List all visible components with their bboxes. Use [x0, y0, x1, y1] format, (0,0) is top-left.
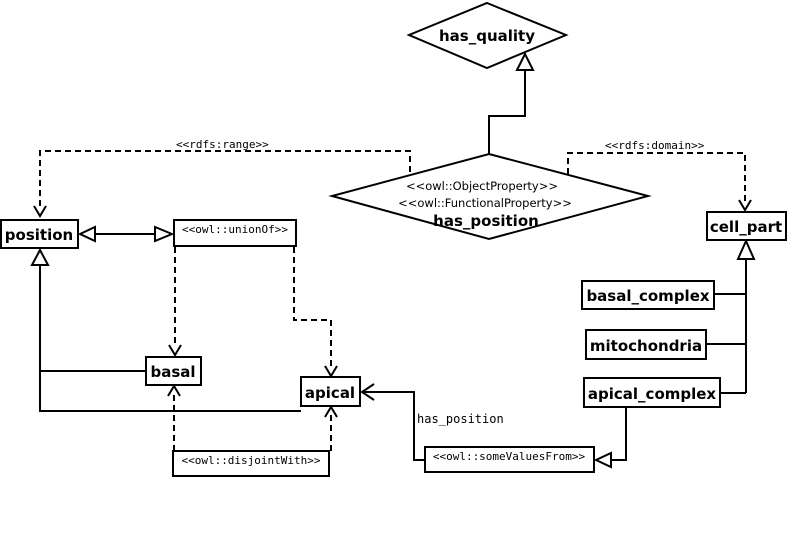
open-arrowhead	[738, 199, 752, 212]
node-has-position[interactable]: <<owl::ObjectProperty>> <<owl::Functiona…	[328, 152, 652, 241]
node-position[interactable]: position	[0, 219, 79, 249]
rdfs-range-label: <<rdfs:range>>	[176, 138, 269, 151]
edge-unionof-to-apical	[293, 247, 338, 378]
open-arrowhead	[324, 365, 338, 378]
node-apical[interactable]: apical	[300, 376, 361, 407]
node-basal[interactable]: basal	[145, 356, 202, 386]
edge-basal-to-position	[30, 247, 146, 372]
open-arrowhead	[33, 205, 47, 218]
generalization-arrowhead	[77, 225, 96, 243]
node-mitochondria[interactable]: mitochondria	[585, 329, 707, 360]
basal-complex-label: basal_complex	[586, 287, 709, 305]
cell-part-label: cell_part	[710, 218, 782, 236]
node-disjoint-with[interactable]: <<owl::disjointWith>>	[172, 450, 330, 477]
node-apical-complex[interactable]: apical_complex	[583, 377, 721, 408]
generalization-arrowhead	[515, 51, 535, 71]
edge-disjointwith-to-apical	[324, 405, 338, 451]
edge-disjointwith-to-basal	[167, 384, 181, 451]
functional-property-stereotype: <<owl::FunctionalProperty>>	[398, 196, 572, 210]
has-position-label: has_position	[433, 212, 539, 230]
rdfs-domain-label: <<rdfs:domain>>	[605, 139, 705, 152]
node-union-of[interactable]: <<owl::unionOf>>	[173, 219, 297, 247]
edge-has-position-to-has-quality	[488, 51, 535, 154]
edge-rdfs-domain: <<rdfs:domain>>	[567, 139, 752, 212]
apical-complex-label: apical_complex	[588, 385, 717, 403]
open-arrowhead	[167, 384, 181, 397]
edge-position-unionof	[77, 225, 175, 243]
node-cell-part[interactable]: cell_part	[706, 211, 787, 241]
edge-apical-to-position	[39, 265, 301, 412]
disjoint-with-label: <<owl::disjointWith>>	[181, 454, 320, 467]
generalization-arrowhead	[593, 451, 612, 469]
basal-label: basal	[150, 363, 195, 381]
has-position-edge-label: has_position	[417, 412, 504, 426]
has-quality-label: has_quality	[439, 27, 535, 45]
generalization-arrowhead	[154, 225, 175, 243]
edge-subclasses-to-cell-part	[706, 238, 756, 394]
edge-rdfs-range: <<rdfs:range>>	[33, 138, 411, 218]
generalization-arrowhead	[30, 247, 50, 266]
apical-label: apical	[305, 384, 355, 402]
generalization-arrowhead	[736, 238, 756, 260]
some-values-from-label: <<owl::someValuesFrom>>	[433, 450, 586, 463]
open-arrowhead	[168, 344, 182, 357]
edge-unionof-to-basal	[168, 247, 182, 357]
edge-somevaluesfrom-to-apical: has_position	[360, 383, 504, 461]
node-has-quality[interactable]: has_quality	[406, 1, 569, 70]
position-label: position	[5, 226, 73, 244]
mitochondria-label: mitochondria	[590, 337, 702, 355]
edge-apicalcomplex-to-somevaluesfrom	[593, 407, 627, 469]
node-some-values-from[interactable]: <<owl::someValuesFrom>>	[424, 446, 595, 473]
node-basal-complex[interactable]: basal_complex	[581, 280, 715, 310]
open-arrowhead	[360, 383, 375, 401]
object-property-stereotype: <<owl::ObjectProperty>>	[406, 179, 558, 193]
union-of-label: <<owl::unionOf>>	[182, 223, 288, 236]
